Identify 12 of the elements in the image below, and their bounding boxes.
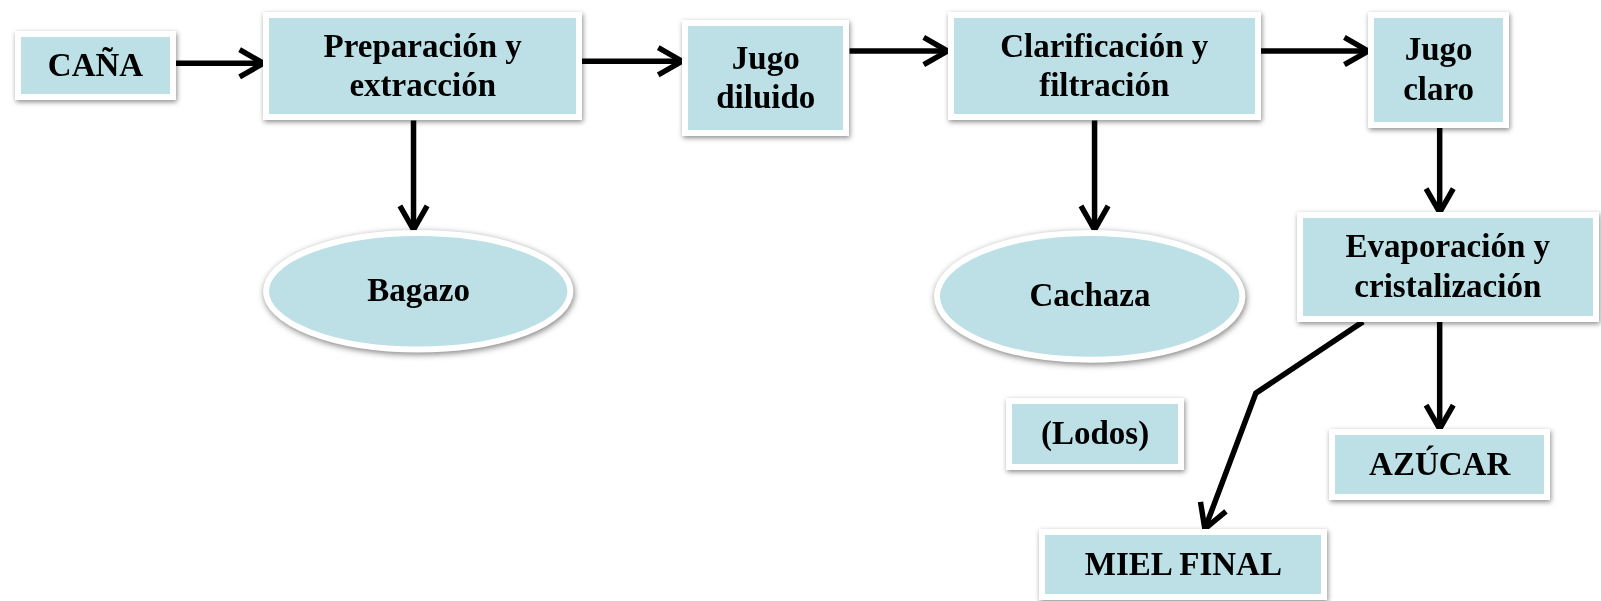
- node-label: Jugo diluido: [715, 38, 817, 118]
- node-label: MIEL FINAL: [1084, 544, 1282, 584]
- node-label: (Lodos): [1040, 414, 1150, 454]
- arrow: [1078, 120, 1111, 233]
- node-label: Evaporación y cristalización: [1344, 227, 1552, 306]
- node-label: Bagazo: [367, 271, 470, 311]
- node-label: Preparación y extracción: [322, 26, 523, 106]
- node-label: CAÑA: [47, 45, 144, 85]
- node-label: Clarificación y filtración: [999, 26, 1210, 106]
- node-label: Jugo claro: [1402, 30, 1476, 109]
- node-label: Cachaza: [1029, 276, 1151, 316]
- node-label: AZÚCAR: [1369, 444, 1511, 484]
